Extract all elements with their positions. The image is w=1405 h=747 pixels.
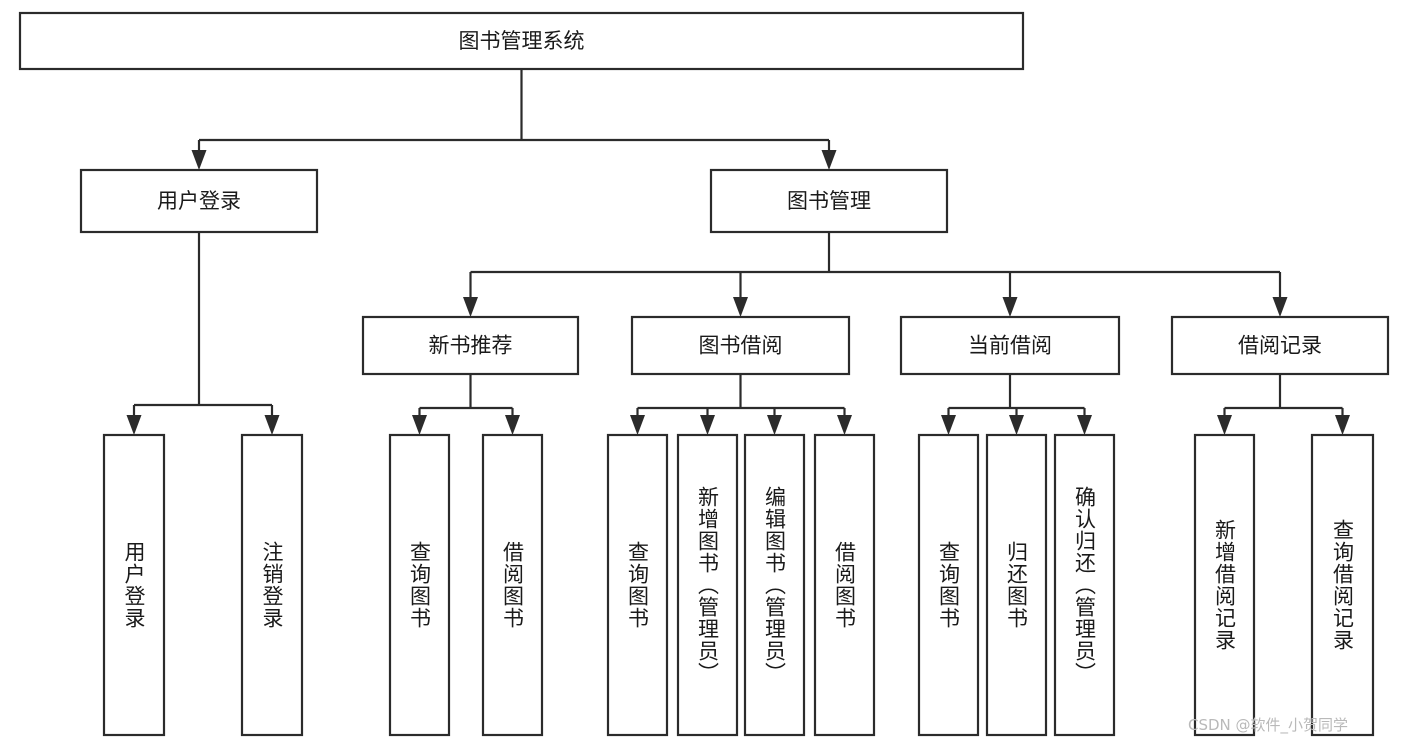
node-label: 当前借阅 (968, 334, 1052, 358)
nodes-layer: 图书管理系统用户登录图书管理新书推荐图书借阅当前借阅借阅记录用户登录注销登录查询… (18, 11, 1390, 737)
node-label: 新增图书（管理员） (696, 486, 720, 684)
edge-group-l2_book (463, 232, 1288, 317)
node-l2_user[interactable]: 用户登录 (79, 168, 319, 234)
node-label: 图书管理系统 (459, 29, 585, 53)
edges-layer (126, 69, 1350, 435)
node-label: 借阅记录 (1238, 334, 1322, 358)
node-leaf_b_borrow[interactable]: 借阅图书 (813, 433, 876, 737)
watermark-text: CSDN @软件_小贺同学 (1188, 716, 1349, 734)
node-label: 查询图书 (626, 541, 650, 629)
node-label: 借阅图书 (833, 541, 857, 629)
edge-group-l2_user (126, 232, 280, 435)
node-l3_current[interactable]: 当前借阅 (899, 315, 1121, 376)
node-label: 归还图书 (1005, 541, 1029, 629)
node-label: 编辑图书（管理员） (763, 486, 787, 684)
node-leaf_user_login[interactable]: 用户登录 (102, 433, 166, 737)
node-label: 用户登录 (157, 189, 241, 213)
node-label: 用户登录 (122, 541, 146, 629)
edge-group-root (191, 69, 837, 170)
node-leaf_new_borrow[interactable]: 借阅图书 (481, 433, 544, 737)
node-label: 新书推荐 (429, 334, 513, 358)
node-label: 查询借阅记录 (1331, 519, 1355, 651)
node-l3_borrow[interactable]: 图书借阅 (630, 315, 851, 376)
node-label: 图书管理 (787, 189, 871, 213)
node-leaf_c_query[interactable]: 查询图书 (917, 433, 980, 737)
node-label: 新增借阅记录 (1213, 519, 1237, 651)
edge-group-l3_current (941, 374, 1092, 435)
node-label: 注销登录 (260, 541, 284, 629)
node-root[interactable]: 图书管理系统 (18, 11, 1025, 71)
node-leaf_user_logout[interactable]: 注销登录 (240, 433, 304, 737)
node-label: 查询图书 (408, 541, 432, 629)
node-l3_record[interactable]: 借阅记录 (1170, 315, 1390, 376)
node-l2_book[interactable]: 图书管理 (709, 168, 949, 234)
node-leaf_c_return[interactable]: 归还图书 (985, 433, 1048, 737)
node-leaf_b_add[interactable]: 新增图书（管理员） (676, 433, 739, 737)
node-leaf_r_add[interactable]: 新增借阅记录 (1193, 433, 1256, 737)
node-label: 查询图书 (937, 541, 961, 629)
node-leaf_b_edit[interactable]: 编辑图书（管理员） (743, 433, 806, 737)
node-label: 借阅图书 (501, 541, 525, 629)
node-leaf_r_query[interactable]: 查询借阅记录 (1310, 433, 1375, 737)
edge-group-l3_new (412, 374, 520, 435)
node-l3_new[interactable]: 新书推荐 (361, 315, 580, 376)
node-label: 图书借阅 (699, 334, 783, 358)
edge-group-l3_record (1217, 374, 1350, 435)
edge-group-l3_borrow (630, 374, 852, 435)
node-label: 确认归还（管理员） (1073, 486, 1097, 684)
node-leaf_c_confirm[interactable]: 确认归还（管理员） (1053, 433, 1116, 737)
node-leaf_b_query[interactable]: 查询图书 (606, 433, 669, 737)
node-leaf_new_query[interactable]: 查询图书 (388, 433, 451, 737)
